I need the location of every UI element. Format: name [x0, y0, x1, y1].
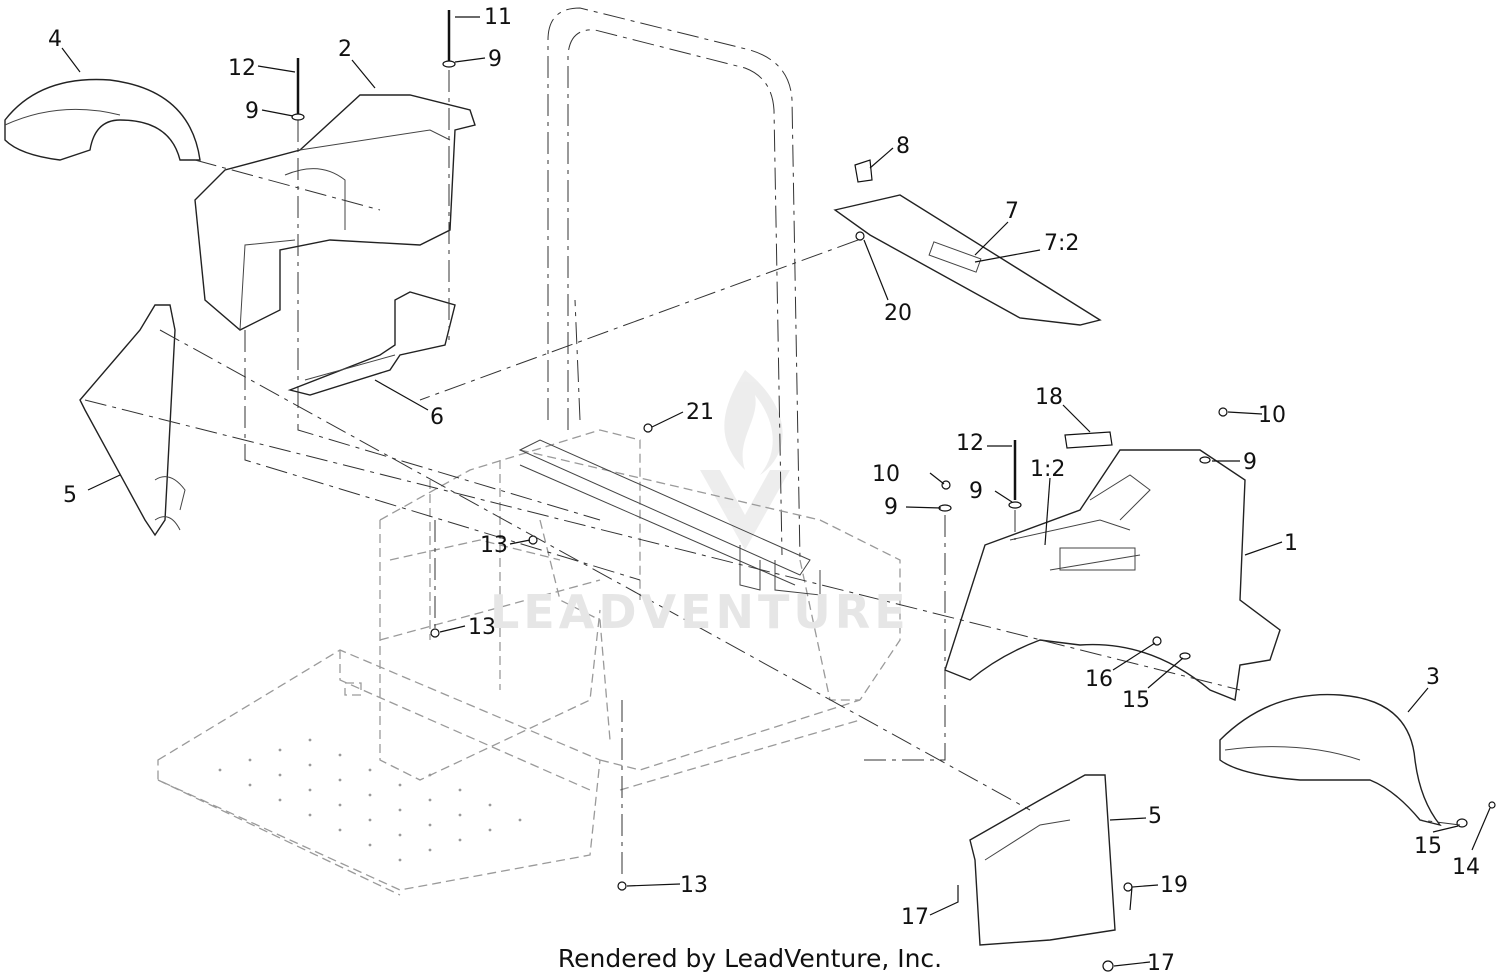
callout-label: 1:2: [1030, 457, 1065, 482]
callout-label: 10: [1258, 403, 1286, 428]
callout-label: 13: [480, 533, 508, 558]
callout-label: 13: [468, 615, 496, 640]
right-side-cover: [944, 449, 1281, 701]
callout-label: 9: [884, 495, 898, 520]
cover-plate: [833, 194, 1102, 326]
callout-label: 16: [1085, 667, 1113, 692]
callout-label: 6: [430, 405, 444, 430]
callout-label: 17: [1147, 951, 1175, 976]
right-fender: [1219, 693, 1442, 827]
floor-plate: [157, 649, 601, 896]
callout-label: 15: [1414, 834, 1442, 859]
callout-label: 10: [872, 462, 900, 487]
callout-label: 9: [969, 479, 983, 504]
callout-label: 11: [484, 5, 512, 30]
callout-label: 5: [63, 483, 77, 508]
callout-label: 17: [901, 905, 929, 930]
callout-label: 7: [1005, 199, 1019, 224]
callout-label: 9: [1243, 450, 1257, 475]
callout-label: 21: [686, 400, 714, 425]
clip-icon: [854, 159, 873, 183]
bracket: [287, 291, 456, 396]
callout-label: 13: [680, 873, 708, 898]
callout-label: 2: [338, 37, 352, 62]
assembly-lines: [84, 70, 1461, 880]
hardware: [291, 10, 1496, 972]
left-fender: [4, 78, 201, 161]
right-mount-bracket: [969, 774, 1116, 946]
callout-label: 19: [1160, 873, 1188, 898]
rops-frame: [547, 7, 801, 561]
callout-label: 14: [1452, 855, 1480, 880]
callout-label: 1: [1284, 531, 1298, 556]
crossbar: [518, 439, 821, 596]
callout-label: 15: [1122, 688, 1150, 713]
callouts: 4 12 2 11 9 9 8 7 7:2 20 5 6 21 18 10 12…: [48, 5, 1480, 976]
left-side-cover: [194, 94, 476, 331]
callout-label: 18: [1035, 385, 1063, 410]
callout-label: 8: [896, 134, 910, 159]
watermark-text: LEADVENTURE: [490, 585, 910, 639]
callout-label: 20: [884, 301, 912, 326]
leader-lines: [61, 16, 1491, 967]
watermark-logo-icon: [700, 370, 790, 550]
callout-label: 4: [48, 27, 62, 52]
callout-label: 12: [956, 431, 984, 456]
decal-plate: [1064, 431, 1113, 449]
footer-credit: Rendered by LeadVenture, Inc.: [557, 944, 943, 973]
callout-label: 5: [1148, 804, 1162, 829]
left-mount-bracket: [79, 304, 186, 537]
callout-label: 9: [245, 99, 259, 124]
callout-label: 9: [488, 47, 502, 72]
callout-label: 3: [1426, 665, 1440, 690]
callout-label: 12: [228, 56, 256, 81]
callout-label: 7:2: [1044, 231, 1079, 256]
